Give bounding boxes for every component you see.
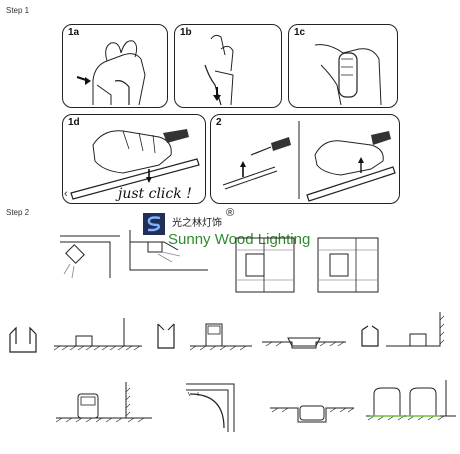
corner-profile-diagram — [186, 383, 235, 432]
panel-1b: 1b — [174, 24, 282, 108]
panel-1d: 1d — [62, 114, 206, 204]
panel-1a-number: 1a — [68, 27, 80, 38]
dual-profile-diagram — [366, 380, 456, 421]
press-profile-illustration — [70, 129, 200, 200]
mounting-clip-icon — [9, 326, 37, 353]
sw-logo-icon — [143, 213, 165, 235]
hand-inserting-strip-illustration — [314, 44, 382, 106]
corner-mount-diagram-2 — [129, 230, 208, 271]
screwdriver-and-press-illustration — [222, 121, 396, 202]
registered-trademark: ® — [226, 207, 235, 219]
corner-mount-diagram-1 — [60, 235, 120, 279]
panel-1d-number: 1d — [68, 117, 80, 128]
hand-pulling-strip-illustration — [204, 34, 234, 106]
just-click-caption: just click ! — [118, 186, 192, 202]
surface-mount-diagram-2 — [190, 323, 252, 351]
recessed-surface-diagram — [262, 337, 346, 349]
recessed-channel-diagram-2 — [317, 237, 379, 293]
panel-2: 2 — [210, 114, 400, 204]
brand-name-english: Sunny Wood Lighting — [168, 231, 311, 248]
brand-name-chinese: 光之林灯饰 — [172, 218, 222, 229]
panel-1b-number: 1b — [180, 27, 192, 38]
mounting-clip-icon-2 — [157, 323, 175, 349]
panel-1a: 1a — [62, 24, 168, 108]
wall-corner-mount-diagram — [386, 312, 445, 347]
wall-floor-mount-diagram — [56, 382, 152, 423]
recessed-channel-diagram-1 — [235, 237, 295, 293]
panel-2-number: 2 — [216, 117, 222, 128]
surface-mount-diagram-1 — [54, 318, 142, 351]
step2-label: Step 2 — [6, 208, 30, 217]
mounting-clip-icon-3 — [361, 325, 379, 347]
panel-1c-number: 1c — [294, 27, 306, 38]
hand-bending-strip-illustration — [76, 40, 146, 106]
recessed-floor-diagram — [270, 405, 354, 423]
step1-label: Step 1 — [6, 6, 30, 15]
panel-1c: 1c — [288, 24, 398, 108]
previous-arrow-icon[interactable]: ‹ — [64, 188, 68, 200]
